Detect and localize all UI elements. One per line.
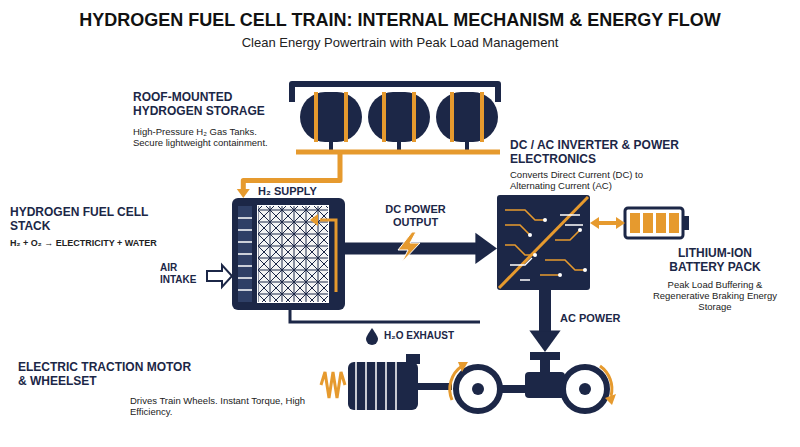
hydrogen-tanks <box>292 84 500 163</box>
water-exhaust-line-part <box>366 328 378 345</box>
hydrogen-tanks-part-part <box>412 92 416 142</box>
component-description: Peak Load Buffering & Regenerative Braki… <box>650 279 780 312</box>
inverter-unit-part <box>510 215 583 280</box>
wheelset-part <box>600 366 612 396</box>
hydrogen-tanks-part-part <box>450 92 454 142</box>
hydrogen-tanks-part <box>314 92 484 142</box>
inverter-unit <box>497 195 590 290</box>
air-intake-arrow-part <box>207 265 232 287</box>
hydrogen-tanks-part-part <box>344 92 348 142</box>
inverter-unit-part <box>543 218 547 222</box>
energy-connector <box>345 233 497 264</box>
traction-motor-part <box>321 372 345 398</box>
hydrogen-tanks-part-part <box>314 92 318 142</box>
inverter-unit-part <box>578 228 582 232</box>
water-exhaust-line-part <box>290 310 480 322</box>
energy-connector <box>590 217 625 229</box>
fuel-cell-stack-part <box>238 218 252 290</box>
hydrogen-tanks-part <box>296 152 500 163</box>
inverter-unit-part <box>558 273 562 277</box>
arrow-head <box>237 189 250 198</box>
fuel-cell-stack-part <box>258 206 328 302</box>
wheelset-part <box>456 367 500 411</box>
battery-icon-part <box>683 216 689 230</box>
traction-motor <box>321 354 452 410</box>
energy-connector <box>237 163 340 198</box>
connector-label: H₂ SUPPLY <box>258 185 317 198</box>
flow-label: H₂O EXHAUST <box>384 330 454 342</box>
component-description: Converts Direct Current (DC) to Alternat… <box>510 169 685 191</box>
component-node: HYDROGEN FUEL CELL STACKH₂ + O₂ → ELECTR… <box>232 198 345 310</box>
hydrogen-tanks-part <box>300 92 362 142</box>
hydrogen-tanks-part-part <box>382 92 386 142</box>
energy-connector <box>529 290 560 352</box>
arrow-head <box>616 217 625 229</box>
component-node: LITHIUM-ION BATTERY PACKPeak Load Buffer… <box>625 208 690 238</box>
component-description: High-Pressure H₂ Gas Tanks. Secure light… <box>133 126 278 148</box>
battery-icon <box>625 208 689 238</box>
component-heading: ROOF-MOUNTED HYDROGEN STORAGE <box>133 90 278 118</box>
inverter-unit-part <box>583 268 587 272</box>
connector-label: AC POWER <box>560 312 621 325</box>
wheelset <box>450 352 616 411</box>
fuel-cell-stack-part <box>258 206 328 302</box>
battery-icon-part <box>643 213 653 233</box>
traction-motor-part <box>418 383 452 390</box>
wheelset-part <box>605 394 616 405</box>
diagram-title: HYDROGEN FUEL CELL TRAIN: INTERNAL MECHA… <box>0 10 800 31</box>
wheelset-part <box>458 362 468 372</box>
inverter-unit-part <box>497 195 590 290</box>
wheelset-part <box>579 383 591 395</box>
connector-line <box>598 221 617 225</box>
connector-line <box>539 290 551 331</box>
hydrogen-tanks-part-part <box>480 92 484 142</box>
fuel-cell-stack-part <box>238 206 252 302</box>
component-heading: ELECTRIC TRACTION MOTOR & WHEELSET <box>18 360 198 388</box>
arrow-head <box>475 233 497 264</box>
wheelset-part <box>450 366 462 400</box>
inverter-unit-part <box>528 233 532 237</box>
battery-icon-part <box>656 213 666 233</box>
component-description: Drives Train Wheels. Instant Torque, Hig… <box>130 395 310 417</box>
wheelset-part <box>540 358 550 374</box>
fuel-cell-stack-part <box>232 198 345 310</box>
lightning-bolt-part <box>398 232 420 262</box>
lightning-bolt <box>398 232 420 262</box>
air-intake-arrow <box>207 265 232 287</box>
inverter-unit-part <box>533 253 537 257</box>
fuel-cell-stack-part <box>320 220 336 292</box>
component-node: ELECTRIC TRACTION MOTOR & WHEELSETDrives… <box>318 352 612 418</box>
battery-icon-part <box>625 208 683 238</box>
connector-label: DC POWER OUTPUT <box>368 203 463 229</box>
component-heading: HYDROGEN FUEL CELL STACK <box>10 205 170 233</box>
arrow-head <box>590 217 599 229</box>
water-exhaust-line <box>290 310 480 345</box>
arrow-head <box>529 330 560 352</box>
component-heading: LITHIUM-ION BATTERY PACK <box>660 246 770 274</box>
battery-icon-part <box>669 213 679 233</box>
wheelset-part <box>472 383 484 395</box>
fuel-cell-stack-part <box>310 214 318 226</box>
component-description: H₂ + O₂ → ELECTRICITY + WATER <box>10 238 228 249</box>
component-heading: DC / AC INVERTER & POWER ELECTRONICS <box>510 138 680 166</box>
flow-label: AIR INTAKE <box>160 262 204 286</box>
component-node: ROOF-MOUNTED HYDROGEN STORAGEHigh-Pressu… <box>285 76 505 163</box>
hydrogen-tanks-part <box>436 92 498 142</box>
wheelset-part <box>525 372 565 398</box>
battery-icon-part <box>630 213 640 233</box>
fuel-cell-stack <box>232 198 345 310</box>
component-node: DC / AC INVERTER & POWER ELECTRONICSConv… <box>497 195 590 290</box>
subtitle: Clean Energy Powertrain with Peak Load M… <box>0 37 800 49</box>
inverter-unit-part <box>499 197 588 288</box>
hydrogen-tanks-part <box>368 92 430 142</box>
traction-motor-part <box>356 362 396 410</box>
traction-motor-part <box>348 362 418 410</box>
traction-motor-part <box>406 354 420 364</box>
wheelset-part <box>563 367 607 411</box>
